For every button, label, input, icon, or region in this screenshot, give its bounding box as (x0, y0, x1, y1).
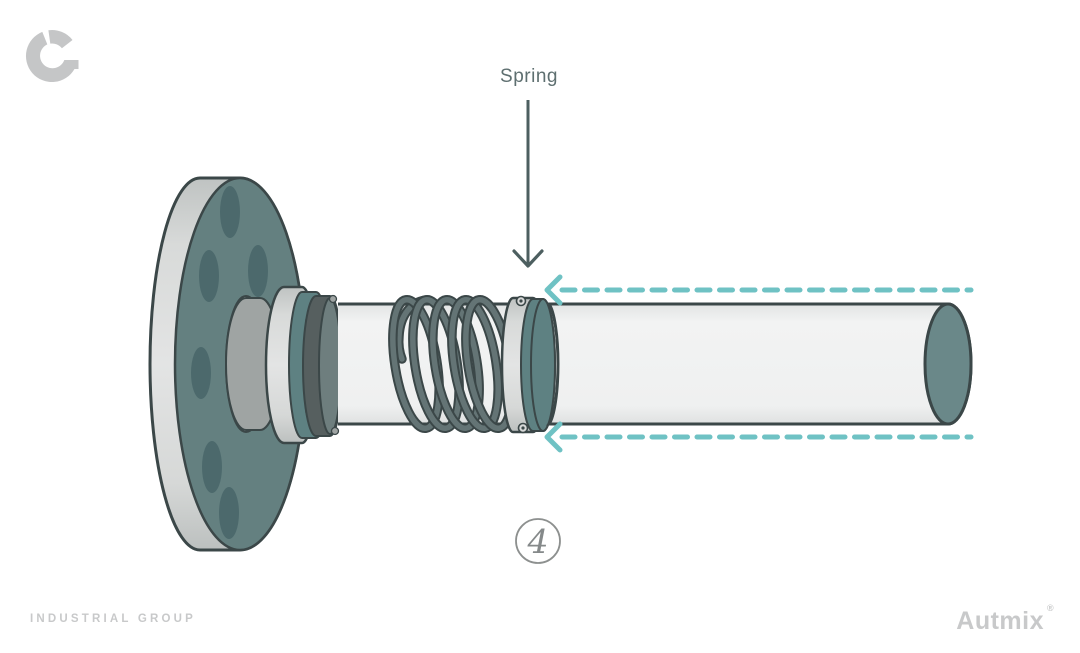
part-label: Spring (500, 66, 558, 87)
dashed-arrow-top (544, 274, 974, 306)
lock-ring-cap (318, 297, 342, 435)
step-number: 4 (527, 522, 549, 561)
flange (148, 176, 307, 552)
industrial-group-tagline: INDUSTRIAL GROUP (30, 613, 196, 625)
collar-set-screw-bottom (517, 422, 529, 434)
dashed-arrow-bottom (544, 421, 974, 453)
autmix-logo-icon (25, 30, 79, 83)
autmix-wordmark: Autmix ® (956, 603, 1054, 635)
shaft-end-cap (923, 302, 973, 426)
spring-coil (388, 294, 517, 434)
collar-cap (530, 298, 556, 432)
seal-gland-assembly (225, 285, 343, 445)
step-badge: 4 (515, 518, 561, 564)
shaft (546, 302, 973, 426)
gland-set-screw-bottom (330, 426, 340, 436)
spring-collar (500, 295, 556, 434)
collar-set-screw-top (515, 295, 527, 307)
registered-symbol: ® (1047, 603, 1054, 613)
spring-pointer-arrow-icon (512, 100, 544, 268)
flange-bolt-holes (191, 186, 268, 539)
svg-text:Autmix: Autmix (956, 607, 1044, 635)
gland-set-screw-top (328, 294, 338, 304)
